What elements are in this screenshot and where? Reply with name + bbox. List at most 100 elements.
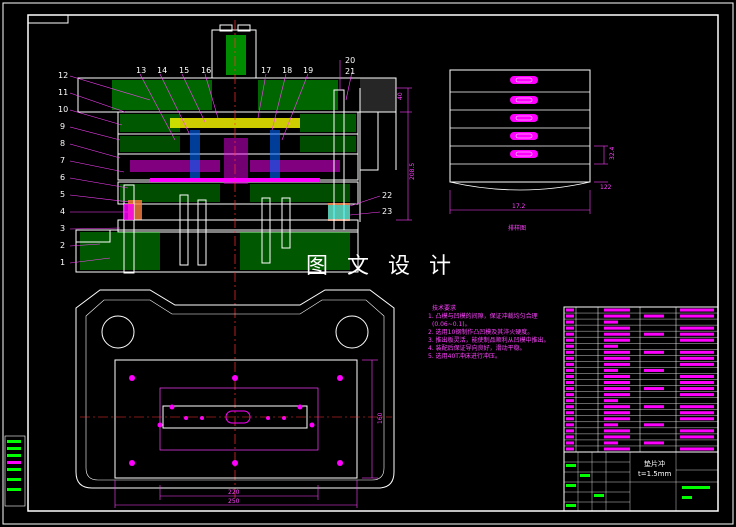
parts-list-cell-text [604, 338, 630, 342]
plan-view: 220 250 160 [75, 289, 395, 508]
parts-list-cell-text [644, 332, 664, 336]
parts-list-cell-text [566, 308, 574, 312]
parts-list-cell-text [566, 356, 574, 360]
parts-list-cell-text [680, 350, 714, 354]
parts-list-cell-text [604, 441, 618, 445]
parts-list-cell-text [644, 314, 664, 318]
strip-layout: 122 17.2 32.4 排样图 [449, 69, 616, 232]
parts-list [563, 306, 719, 512]
parts-list-cell-text [604, 411, 630, 415]
dim-strip-overall: 122 [600, 184, 612, 191]
parts-list-cell-text [604, 314, 630, 318]
parts-list-cell-text [604, 393, 630, 397]
dim-plan-height: 160 [377, 412, 384, 424]
dim-strip-width: 17.2 [512, 203, 526, 210]
parts-list-cell-text [680, 326, 714, 330]
parts-list-cell-text [604, 320, 618, 324]
part-number-1: 1 [60, 258, 65, 267]
part-number-14: 14 [157, 66, 167, 75]
parts-list-cell-text [566, 368, 574, 372]
part-number-19: 19 [303, 66, 313, 75]
section-view: 12 11 10 9 8 7 6 5 4 3 2 1 13 14 15 16 1… [58, 20, 416, 500]
parts-list-cell-text [680, 447, 714, 451]
parts-list-cell-text [566, 411, 574, 415]
parts-list-cell-text [644, 387, 664, 391]
parts-list-cell-text [680, 308, 714, 312]
parts-list-cell-text [680, 338, 714, 342]
parts-list-cell-text [566, 344, 574, 348]
tech-requirements: 技术要求 1. 凸模与凹模的间隙，保证冲裁均匀合理 (0.06~0.1)。 2.… [428, 304, 550, 360]
part-number-9: 9 [60, 122, 65, 131]
parts-list-cell-text [604, 417, 630, 421]
part-number-4: 4 [60, 207, 65, 216]
parts-list-cell-text [604, 374, 630, 378]
parts-list-cell-text [604, 435, 630, 439]
parts-list-cell-text [680, 393, 714, 397]
title-part-spec: t=1.5mm [638, 470, 672, 478]
tech-requirement-line: (0.06~0.1)。 [432, 321, 471, 328]
part-number-12: 12 [58, 71, 68, 80]
dim-section-overall-height: 208.5 [409, 163, 416, 180]
parts-list-cell-text [566, 405, 574, 409]
parts-list-cell-text [604, 368, 618, 372]
part-number-5: 5 [60, 190, 65, 199]
part-number-23: 23 [382, 207, 392, 216]
parts-list-cell-text [680, 387, 714, 391]
part-number-15: 15 [179, 66, 189, 75]
parts-list-cell-text [680, 435, 714, 439]
parts-list-cell-text [604, 387, 630, 391]
parts-list-cell-text [566, 435, 574, 439]
parts-list-cell-text [566, 441, 574, 445]
part-number-7: 7 [60, 156, 65, 165]
title-block: 垫片冲 t=1.5mm [564, 451, 718, 511]
parts-list-cell-text [566, 338, 574, 342]
parts-list-cell-text [566, 332, 574, 336]
part-number-8: 8 [60, 139, 65, 148]
parts-list-cell-text [566, 350, 574, 354]
parts-list-cell-text [644, 441, 664, 445]
parts-list-cell-text [604, 344, 618, 348]
parts-list-cell-text [604, 399, 618, 403]
part-number-20: 20 [345, 56, 355, 65]
strip-layout-caption: 排样图 [508, 224, 526, 232]
part-number-18: 18 [282, 66, 292, 75]
parts-list-cell-text [644, 350, 664, 354]
part-number-21: 21 [345, 67, 355, 76]
parts-list-cell-text [566, 387, 574, 391]
parts-list-cell-text [566, 326, 574, 330]
parts-list-cell-text [566, 374, 574, 378]
parts-list-cell-text [604, 332, 630, 336]
parts-list-cell-text [566, 320, 574, 324]
part-number-11: 11 [58, 88, 68, 97]
parts-list-cell-text [680, 411, 714, 415]
part-number-3: 3 [60, 224, 65, 233]
parts-list-cell-text [680, 356, 714, 360]
tech-requirement-line: 3. 推出板灵活，能使制品顺利从凹模中推出。 [428, 336, 550, 344]
parts-list-cell-text [680, 381, 714, 385]
parts-list-cell-text [566, 314, 574, 318]
parts-list-cell-text [566, 393, 574, 397]
watermark: 图 文 设 计 [306, 254, 457, 279]
parts-list-cell-text [566, 362, 574, 366]
parts-list-cell-text [566, 429, 574, 433]
parts-list-cell-text [566, 447, 574, 451]
parts-list-cell-text [566, 381, 574, 385]
parts-list-cell-text [604, 362, 630, 366]
dim-section-top-right: 40 [397, 92, 404, 100]
parts-list-cell-text [680, 429, 714, 433]
parts-list-cell-text [604, 423, 618, 427]
parts-list-cell-text [604, 308, 630, 312]
part-number-6: 6 [60, 173, 65, 182]
parts-list-cell-text [644, 405, 664, 409]
parts-list-cell-text [566, 399, 574, 403]
parts-list-cell-text [680, 314, 714, 318]
parts-list-cell-text [644, 423, 664, 427]
parts-list-cell-text [566, 423, 574, 427]
parts-list-cell-text [604, 429, 630, 433]
parts-list-cell-text [604, 350, 630, 354]
title-part-name: 垫片冲 [644, 459, 665, 468]
parts-list-cell-text [566, 417, 574, 421]
parts-list-cell-text [604, 447, 630, 451]
